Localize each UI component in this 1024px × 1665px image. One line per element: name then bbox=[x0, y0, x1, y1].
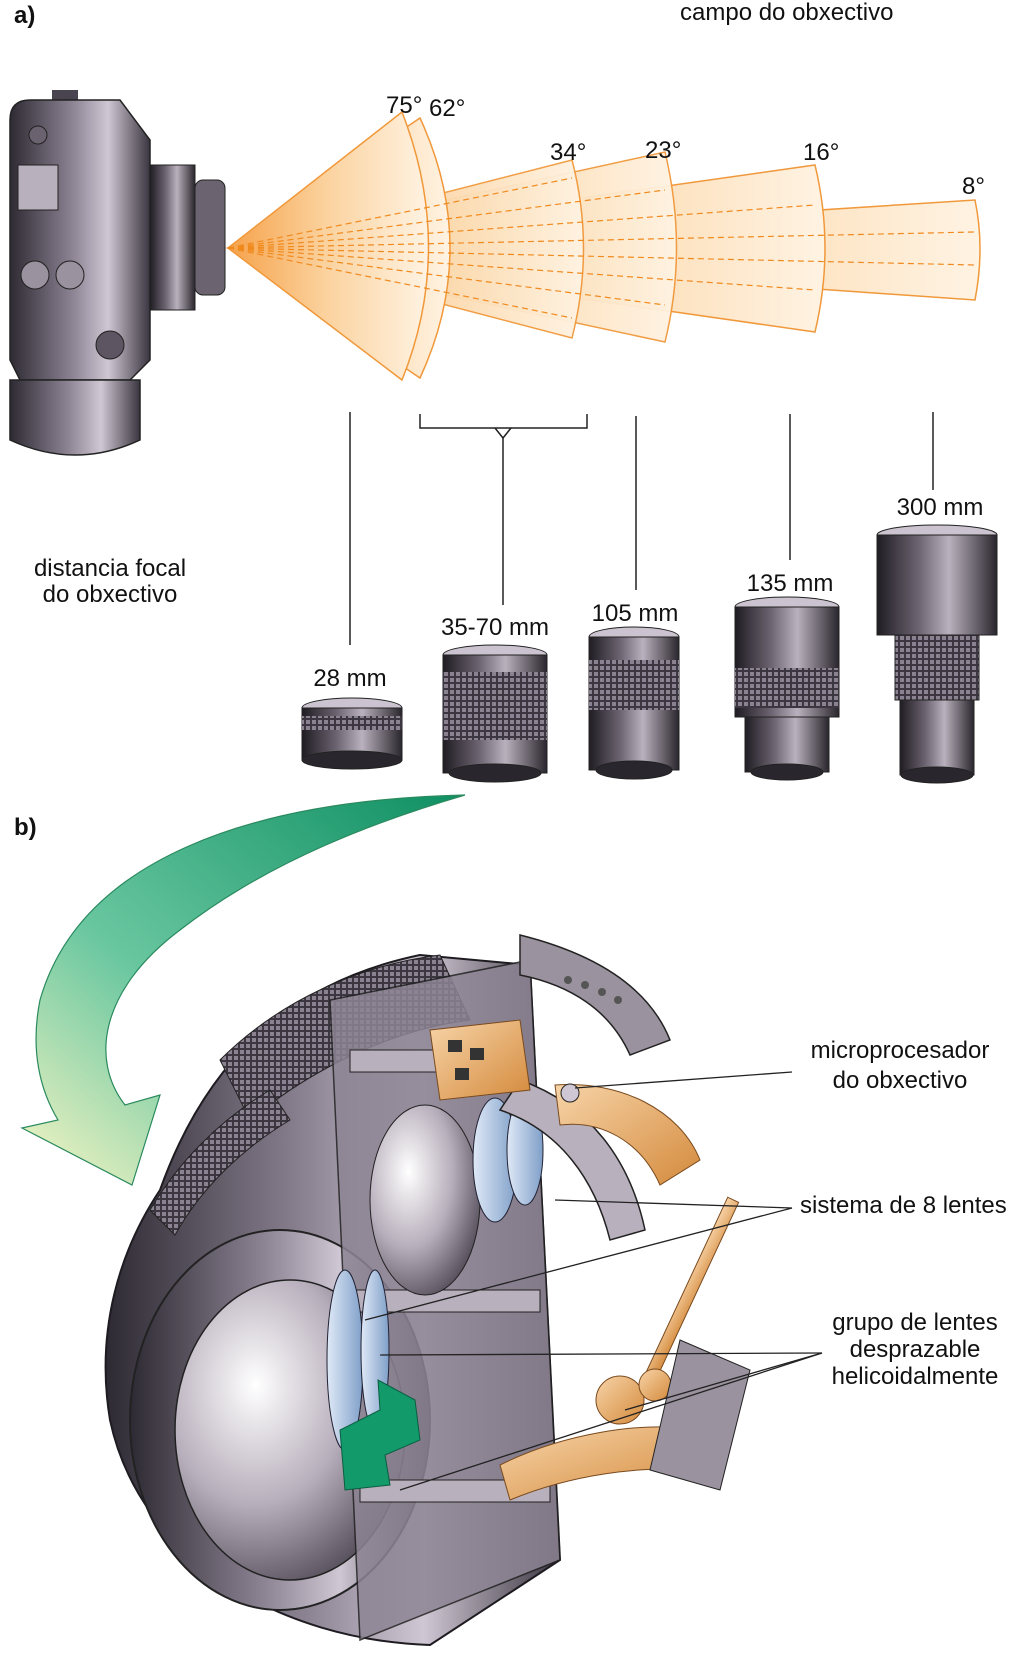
callout-microprocessor-line2: do obxectivo bbox=[832, 1067, 968, 1094]
focal-length-label-line2: do obxectivo bbox=[42, 581, 178, 608]
callout-helical-line1: grupo de lentes bbox=[832, 1309, 998, 1336]
fov-dashed-rays bbox=[227, 177, 976, 319]
lens-35-70mm bbox=[442, 644, 548, 783]
callout-helical-line3: helicoidalmente bbox=[831, 1363, 999, 1390]
panel-a-label: a) bbox=[14, 2, 36, 29]
helical-motion-arrow bbox=[339, 1379, 421, 1491]
lens-label-35-70mm: 35-70 mm bbox=[440, 614, 550, 641]
lens-label-300mm: 300 mm bbox=[896, 494, 984, 521]
microprocessor-chip-board bbox=[429, 1019, 701, 1186]
angle-label-62: 62° bbox=[429, 95, 466, 122]
lens-28mm bbox=[301, 697, 403, 770]
lens-leader-lines bbox=[349, 412, 934, 645]
angle-label-23: 23° bbox=[645, 137, 682, 164]
focal-length-label-line1: distancia focal bbox=[33, 555, 187, 582]
callout-microprocessor-line1: microprocesador bbox=[810, 1037, 990, 1064]
callout-helical-line2: desprazable bbox=[849, 1336, 981, 1363]
callout-lines bbox=[364, 1071, 823, 1491]
angle-label-16: 16° bbox=[803, 139, 840, 166]
camera-body bbox=[9, 90, 226, 456]
angle-label-8: 8° bbox=[962, 173, 985, 200]
angle-label-75: 75° bbox=[386, 92, 423, 119]
helical-gear-assembly bbox=[499, 1196, 751, 1501]
panel-b-label: b) bbox=[14, 814, 37, 841]
lens-label-135mm: 135 mm bbox=[746, 570, 834, 597]
lens-label-28mm: 28 mm bbox=[313, 665, 387, 692]
angle-label-34: 34° bbox=[550, 139, 587, 166]
callout-lens-system: sistema de 8 lentes bbox=[800, 1192, 1007, 1219]
green-curved-arrow bbox=[20, 794, 466, 1186]
mount-ring bbox=[498, 934, 671, 1241]
lens-300mm bbox=[876, 524, 998, 784]
field-of-view-title: campo do obxectivo bbox=[680, 0, 894, 26]
lens-135mm bbox=[734, 596, 840, 781]
lens-105mm bbox=[588, 626, 680, 780]
lens-label-105mm: 105 mm bbox=[591, 600, 679, 627]
